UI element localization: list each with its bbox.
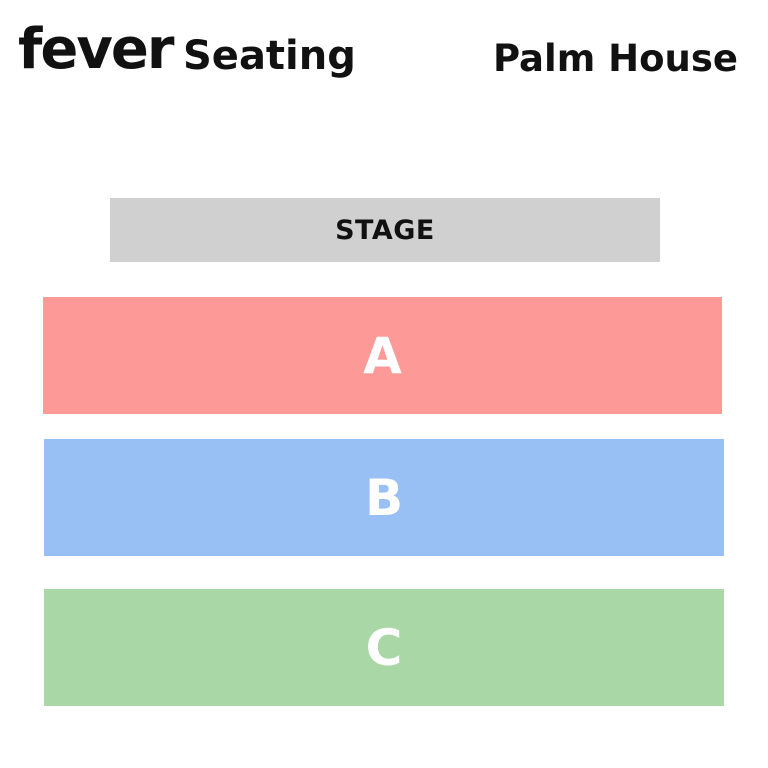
page-subtitle: Seating	[183, 33, 356, 79]
section-c[interactable]: C	[44, 589, 724, 706]
stage-label: STAGE	[335, 214, 435, 246]
stage-area: STAGE	[110, 198, 660, 262]
section-b-label: B	[364, 468, 404, 527]
section-c-label: C	[365, 618, 403, 677]
fever-logo: fever	[18, 17, 174, 82]
section-a[interactable]: A	[43, 297, 722, 414]
venue-name: Palm House	[492, 37, 738, 80]
section-b[interactable]: B	[44, 439, 724, 556]
section-a-label: A	[363, 326, 402, 385]
